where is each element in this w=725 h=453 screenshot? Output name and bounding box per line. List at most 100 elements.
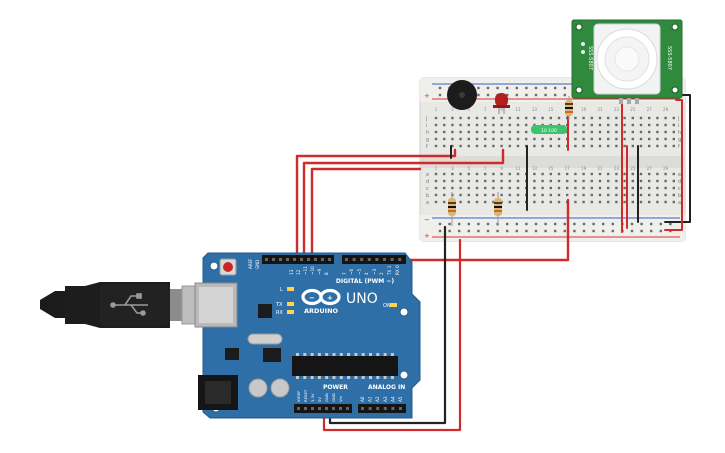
breadboard-hole [639, 200, 643, 204]
svg-text:+: + [327, 294, 333, 302]
breadboard-hole [492, 179, 495, 183]
breadboard-hole [672, 200, 675, 204]
breadboard-hole [434, 116, 438, 120]
row-letter: e [426, 172, 429, 178]
header-pin [321, 258, 324, 261]
resistor-bottom-2 [494, 192, 502, 226]
breadboard-hole [574, 186, 577, 190]
breadboard-hole [615, 172, 618, 176]
breadboard-hole [656, 130, 659, 134]
breadboard-hole [475, 179, 479, 183]
row-letter: a [426, 200, 429, 206]
rail-hole [544, 222, 547, 226]
breadboard-hole [615, 123, 618, 127]
breadboard-hole [664, 193, 667, 197]
header-pin [328, 258, 331, 261]
rail-hole [506, 86, 509, 90]
digital-pin-label: ~10 [310, 266, 315, 275]
digital-label: DIGITAL (PWM ~) [336, 278, 394, 285]
breadboard-hole [566, 193, 569, 197]
breadboard-hole [557, 179, 561, 183]
breadboard-hole [434, 186, 438, 190]
breadboard-hole [549, 137, 552, 141]
rail-hole [592, 229, 595, 233]
breadboard-hole [672, 137, 675, 141]
infinity-logo-icon [301, 288, 341, 306]
rail-hole [506, 93, 509, 97]
breadboard-hole [500, 123, 503, 127]
breadboard-hole [639, 116, 643, 120]
column-number: 7 [484, 166, 487, 171]
row-letter: f [426, 144, 428, 150]
breadboard-hole [598, 130, 602, 134]
breadboard-hole [484, 172, 487, 176]
breadboard-hole [574, 116, 577, 120]
breadboard-hole [500, 172, 503, 176]
column-number: 11 [515, 166, 521, 171]
breadboard-hole [631, 123, 634, 127]
digital-pin-label: 13 [289, 269, 294, 275]
breadboard-hole [434, 200, 438, 204]
breadboard-hole [590, 123, 593, 127]
led-tx-label: TX [275, 302, 283, 308]
rail-hole [582, 222, 586, 226]
breadboard-hole [467, 193, 470, 197]
digital-pin-label: ~9 [317, 268, 322, 275]
rail-hole [659, 229, 662, 233]
breadboard-hole [451, 144, 454, 148]
breadboard-hole [648, 179, 651, 183]
analog-pin-label: A1 [368, 396, 373, 402]
rail-hole [515, 93, 518, 97]
rail-hole [630, 229, 634, 233]
power-label: POWER [323, 384, 348, 391]
column-number: 1 [435, 166, 438, 171]
breadboard-hole [475, 123, 479, 127]
column-number: 9 [500, 166, 503, 171]
breadboard-hole [672, 193, 675, 197]
breadboard-hole [500, 186, 503, 190]
row-letter: b [678, 193, 681, 199]
breadboard-hole [607, 186, 610, 190]
breadboard-hole [459, 123, 462, 127]
breadboard-hole [484, 200, 487, 204]
breadboard-hole [648, 116, 651, 120]
breadboard-hole [598, 186, 602, 190]
breadboard-hole [459, 179, 462, 183]
breadboard-hole [492, 186, 495, 190]
chip-pin [332, 376, 336, 379]
breadboard-hole [639, 172, 643, 176]
column-number: 19 [581, 107, 587, 112]
header-pin [360, 258, 364, 261]
row-letter: j [425, 116, 427, 122]
breadboard-hole [598, 137, 602, 141]
breadboard-hole [664, 186, 667, 190]
digital-header-1 [262, 255, 334, 264]
breadboard-hole [598, 144, 602, 148]
row-letter: i [678, 123, 679, 129]
breadboard-hole [467, 137, 470, 141]
breadboard-hole [500, 130, 503, 134]
breadboard-hole [664, 123, 667, 127]
breadboard-hole [672, 172, 675, 176]
breadboard-hole [484, 116, 487, 120]
breadboard-hole [582, 130, 585, 134]
breadboard-hole [582, 116, 585, 120]
header-pin [367, 258, 371, 261]
chip-pin [347, 353, 351, 356]
rail-hole [563, 86, 566, 90]
rail-hole [659, 222, 662, 226]
breadboard-hole [631, 172, 634, 176]
breadboard-hole [451, 116, 454, 120]
rail-hole [448, 222, 451, 226]
breadboard-hole [598, 172, 602, 176]
breadboard-hole [549, 172, 552, 176]
column-number: 1 [435, 107, 438, 112]
breadboard-hole [459, 200, 462, 204]
column-number: 5 [468, 107, 471, 112]
breadboard-hole [549, 200, 552, 204]
power-pin-label: Vin [338, 395, 343, 402]
column-number: 25 [630, 166, 636, 171]
rail-hole [458, 222, 461, 226]
header-pin [376, 407, 380, 410]
